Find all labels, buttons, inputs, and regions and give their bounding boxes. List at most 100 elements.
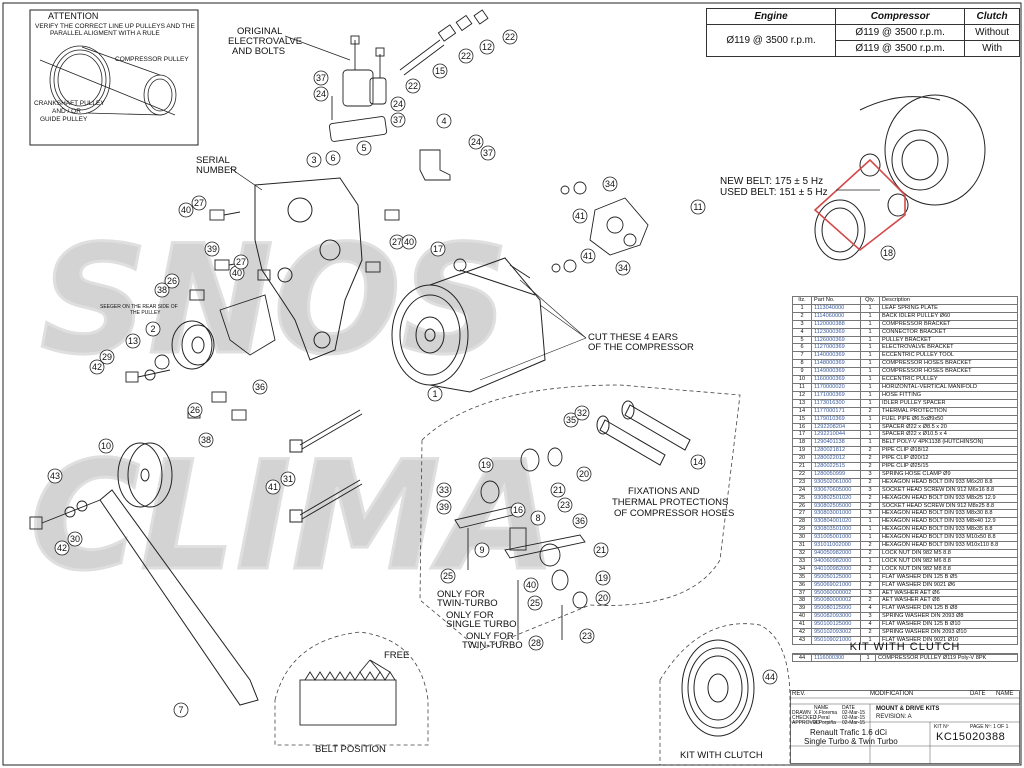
callout-number: 41 <box>575 211 585 221</box>
spec-compressor-value: Ø119 @ 3500 r.p.m. <box>835 40 966 57</box>
parts-item-number: 27 <box>792 509 812 519</box>
assembled-preview: NEW BELT: 175 ± 5 Hz USED BELT: 151 ± 5 … <box>720 94 986 261</box>
callout-21: 21 <box>550 482 566 498</box>
parts-item-number: 41 <box>792 620 812 630</box>
parts-item-number: 34 <box>792 564 812 574</box>
callout-number: 12 <box>482 42 492 52</box>
kit-title: KIT WITH CLUTCH <box>792 641 1018 654</box>
callout-number: 40 <box>526 580 536 590</box>
tb-revision: REVISION: A <box>876 714 912 720</box>
parts-quantity: 1 <box>860 382 880 392</box>
parts-description: HORIZONTAL-VERTICAL MANIFOLD <box>879 382 1018 392</box>
callout-number: 7 <box>178 705 183 715</box>
crankshaft-label-line3: GUIDE PULLEY <box>40 116 88 123</box>
callout-32: 32 <box>574 405 590 421</box>
crankshaft-label-line1: CRANKSHAFT PULLEY <box>34 100 105 107</box>
label-serial-line2: NUMBER <box>196 165 237 176</box>
callout-number: 34 <box>618 263 628 273</box>
parts-description: LEAF SPRING PLATE <box>879 303 1018 313</box>
callout-26: 26 <box>164 273 180 289</box>
parts-quantity: 1 <box>860 343 880 353</box>
callout-number: 20 <box>579 469 589 479</box>
parts-quantity: 1 <box>860 430 880 440</box>
electrovalve-assembly <box>328 35 388 142</box>
callout-8: 8 <box>530 510 546 526</box>
callout-16: 16 <box>510 502 526 518</box>
callout-number: 42 <box>57 543 67 553</box>
tb-page: PAGE Nº: 1 OF 1 <box>970 724 1009 730</box>
callout-22: 22 <box>405 78 421 94</box>
tb-drawn: DRAWN <box>792 710 811 716</box>
parts-item-number: 18 <box>792 438 812 448</box>
callout-number: 35 <box>566 415 576 425</box>
tb-checked-name: J.Peral <box>814 715 830 721</box>
callout-41: 41 <box>580 248 596 264</box>
callout-number: 38 <box>157 285 167 295</box>
parts-item-number: 25 <box>792 493 812 503</box>
kit-table: 44 1116000300 1 COMPRESSOR PULLEY Ø119 P… <box>792 654 1018 662</box>
tb-approved: APPROVED <box>792 720 820 726</box>
parts-description: ECCENTRIC PULLEY TOOL <box>879 351 1018 361</box>
parts-quantity: 2 <box>860 477 880 487</box>
parts-part-number: 930804001020 <box>811 517 861 527</box>
parts-description: ELECTROVALVE BRACKET <box>879 343 1018 353</box>
callout-42: 42 <box>89 359 105 375</box>
label-serial-line1: SERIAL <box>196 155 230 166</box>
spec-header-clutch: Clutch <box>964 8 1020 25</box>
parts-quantity: 1 <box>860 351 880 361</box>
parts-quantity: 1 <box>860 359 880 369</box>
parts-item-number: 17 <box>792 430 812 440</box>
callout-number: 17 <box>433 244 443 254</box>
parts-item-number: 37 <box>792 588 812 598</box>
parts-item-number: 2 <box>792 311 812 321</box>
callout-number: 6 <box>330 153 335 163</box>
parts-quantity: 3 <box>860 485 880 495</box>
parts-description: PIPE CLIP Ø18/12 <box>879 446 1018 456</box>
parts-part-number: 1114060000 <box>811 311 861 321</box>
parts-part-number: 930803001000 <box>811 509 861 519</box>
callout-number: 22 <box>461 51 471 61</box>
callout-26: 26 <box>187 402 203 418</box>
callout-number: 21 <box>553 485 563 495</box>
callout-number: 36 <box>255 382 265 392</box>
callout-number: 27 <box>236 257 246 267</box>
callout-number: 14 <box>693 457 703 467</box>
callout-number: 10 <box>101 441 111 451</box>
compressor-bracket <box>254 177 363 361</box>
callout-number: 18 <box>883 248 893 258</box>
parts-part-number: 1280022515 <box>811 462 861 471</box>
parts-description: AET WASHER AET Ø6 <box>879 588 1018 598</box>
hose-fitting-chain <box>399 9 489 76</box>
parts-description: IDLER PULLEY SPACER <box>879 398 1018 408</box>
label-new-belt: NEW BELT: 175 ± 5 Hz <box>720 176 823 187</box>
callout-number: 42 <box>92 362 102 372</box>
parts-description: SPACER Ø22 x Ø10.5 x 4 <box>879 430 1018 440</box>
label-twin-turbo-2b: TWIN-TURBO <box>462 640 523 651</box>
callout-number: 24 <box>471 137 481 147</box>
parts-item-number: 42 <box>792 628 812 637</box>
parts-part-number: 1170000020 <box>811 382 861 392</box>
callout-41: 41 <box>572 208 588 224</box>
callout-37: 37 <box>390 112 406 128</box>
parts-quantity: 3 <box>860 612 880 622</box>
callout-44: 44 <box>762 669 778 685</box>
parts-part-number: 1292208204 <box>811 422 861 432</box>
spec-header-compressor: Compressor <box>835 8 966 25</box>
parts-item-number: 22 <box>792 469 812 479</box>
label-kit-with-clutch: KIT WITH CLUTCH <box>680 750 763 761</box>
parts-part-number: 1126000369 <box>811 335 861 345</box>
parts-quantity: 2 <box>860 549 880 558</box>
